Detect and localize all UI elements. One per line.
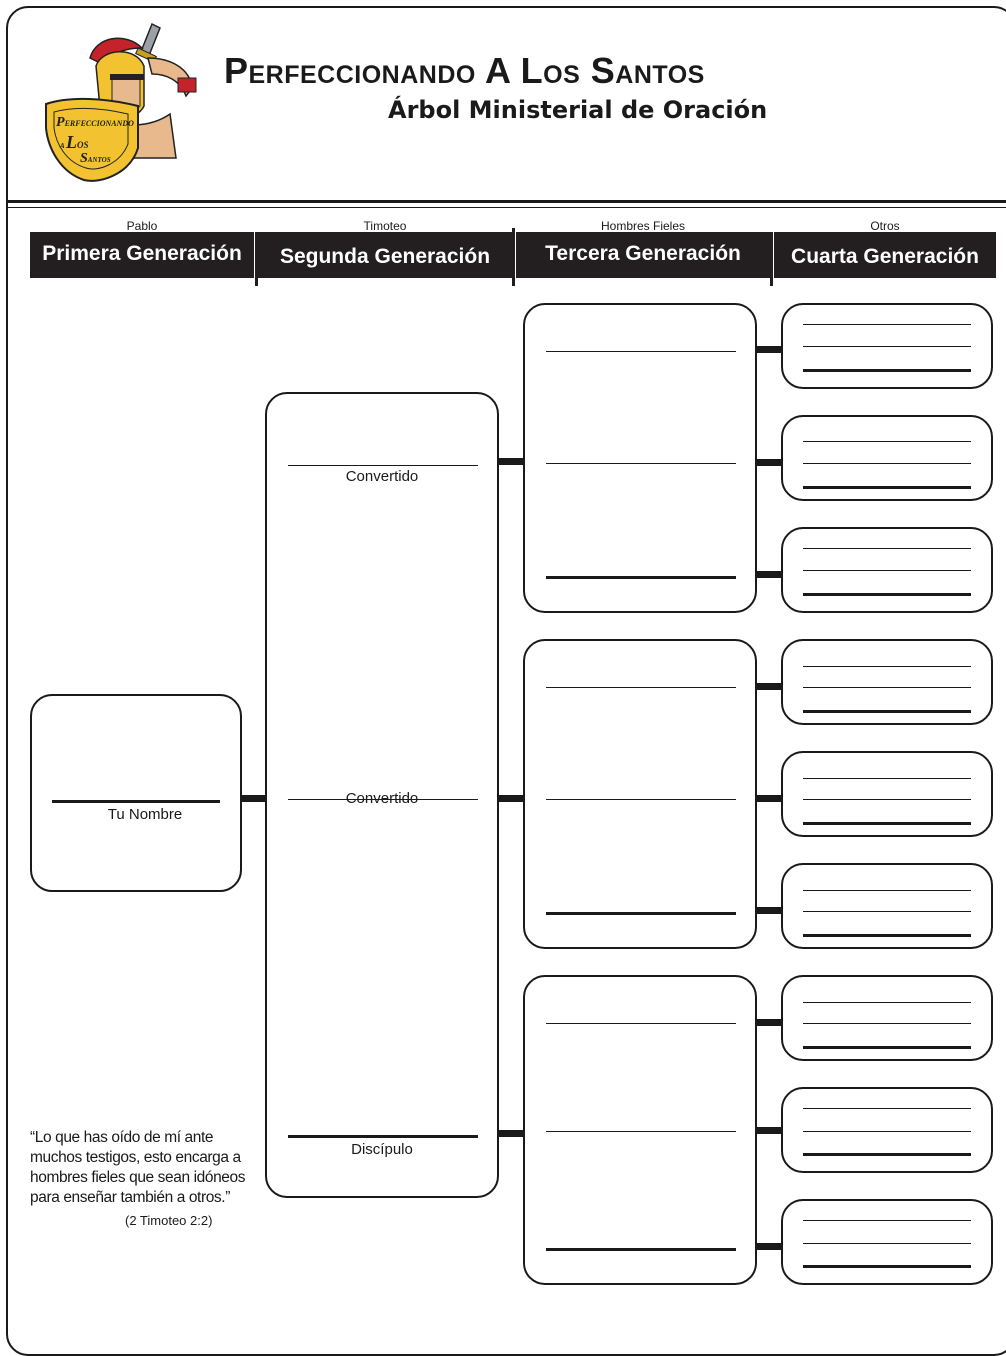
gen-title-tercera: Tercera Generación [545,242,741,265]
gen-role-timoteo: Timoteo [363,219,407,233]
page-subtitle: Árbol Ministerial de Oración [388,96,768,124]
page-title: Perfeccionando A Los Santos [224,50,705,91]
fourth-gen-line[interactable] [803,890,971,891]
gen-title-primera: Primera Generación [42,242,242,265]
third-gen-box[interactable] [523,639,757,949]
header-divider-thin [6,207,1006,208]
fourth-gen-line[interactable] [803,710,971,713]
first-gen-box[interactable] [30,694,242,892]
convertido-label-1: Convertido [345,468,419,485]
gen-header-bar-4 [774,232,996,278]
fourth-gen-line[interactable] [803,369,971,372]
third-gen-line[interactable] [546,463,736,464]
fourth-gen-line[interactable] [803,911,971,912]
third-gen-line[interactable] [546,1131,736,1132]
fourth-gen-line[interactable] [803,486,971,489]
gen-title-cuarta: Cuarta Generación [791,245,979,268]
convertido-label-2: Convertido [345,790,419,807]
gen-header-bar-1 [30,232,254,278]
fourth-gen-line[interactable] [803,441,971,442]
fourth-gen-line[interactable] [803,1108,971,1109]
gen-divider [512,228,515,286]
gen-divider [255,232,258,286]
third-gen-line[interactable] [546,351,736,352]
connector [757,1127,781,1134]
second-gen-box[interactable] [265,392,499,1198]
fourth-gen-line[interactable] [803,463,971,464]
connector [757,346,781,353]
third-gen-line[interactable] [546,799,736,800]
convertido-line-2[interactable] [288,799,478,800]
perfeccionando-logo: PERFECCIONANDO A LOS SANTOS [45,22,197,182]
fourth-gen-line[interactable] [803,934,971,937]
name-label: Tu Nombre [107,806,183,823]
connector [757,459,781,466]
fourth-gen-line[interactable] [803,822,971,825]
fourth-gen-line[interactable] [803,1153,971,1156]
third-gen-line[interactable] [546,576,736,579]
svg-text:PERFECCIONANDO: PERFECCIONANDO [56,115,134,130]
fourth-gen-line[interactable] [803,778,971,779]
fourth-gen-line[interactable] [803,346,971,347]
third-gen-box[interactable] [523,975,757,1285]
gen-divider [770,232,773,286]
third-gen-line[interactable] [546,912,736,915]
scripture-quote: “Lo que has oído de mí ante muchos testi… [30,1129,246,1206]
fourth-gen-box[interactable] [781,1087,993,1173]
fourth-gen-line[interactable] [803,666,971,667]
connector [757,683,781,690]
connector [242,795,266,802]
fourth-gen-line[interactable] [803,799,971,800]
connector [757,571,781,578]
third-gen-line[interactable] [546,1248,736,1251]
fourth-gen-line[interactable] [803,1023,971,1024]
fourth-gen-line[interactable] [803,548,971,549]
scripture-citation: (2 Timoteo 2:2) [125,1213,213,1228]
connector [499,1130,523,1137]
fourth-gen-line[interactable] [803,324,971,325]
gen-header-bar-3 [516,232,770,278]
gen-role-hombres-fieles: Hombres Fieles [600,219,686,233]
gen-role-otros: Otros [870,219,900,233]
fourth-gen-box[interactable] [781,1199,993,1285]
fourth-gen-line[interactable] [803,593,971,596]
fourth-gen-line[interactable] [803,1243,971,1244]
gen-header-bar-2 [258,232,512,278]
fourth-gen-line[interactable] [803,570,971,571]
fourth-gen-line[interactable] [803,1265,971,1268]
connector [757,795,781,802]
fourth-gen-line[interactable] [803,1220,971,1221]
fourth-gen-line[interactable] [803,687,971,688]
connector [499,458,523,465]
gen-role-pablo: Pablo [126,219,158,233]
third-gen-box[interactable] [523,303,757,613]
header-divider-thick [6,200,1006,203]
third-gen-line[interactable] [546,1023,736,1024]
name-line[interactable] [52,800,220,803]
connector [757,907,781,914]
discipulo-label: Discípulo [351,1141,413,1158]
fourth-gen-line[interactable] [803,1131,971,1132]
gen-title-segunda: Segunda Generación [279,245,491,268]
convertido-line-1[interactable] [288,465,478,466]
connector [757,1019,781,1026]
fourth-gen-line[interactable] [803,1002,971,1003]
fourth-gen-line[interactable] [803,1046,971,1049]
discipulo-line[interactable] [288,1135,478,1138]
connector [499,795,523,802]
connector [757,1243,781,1250]
third-gen-line[interactable] [546,687,736,688]
